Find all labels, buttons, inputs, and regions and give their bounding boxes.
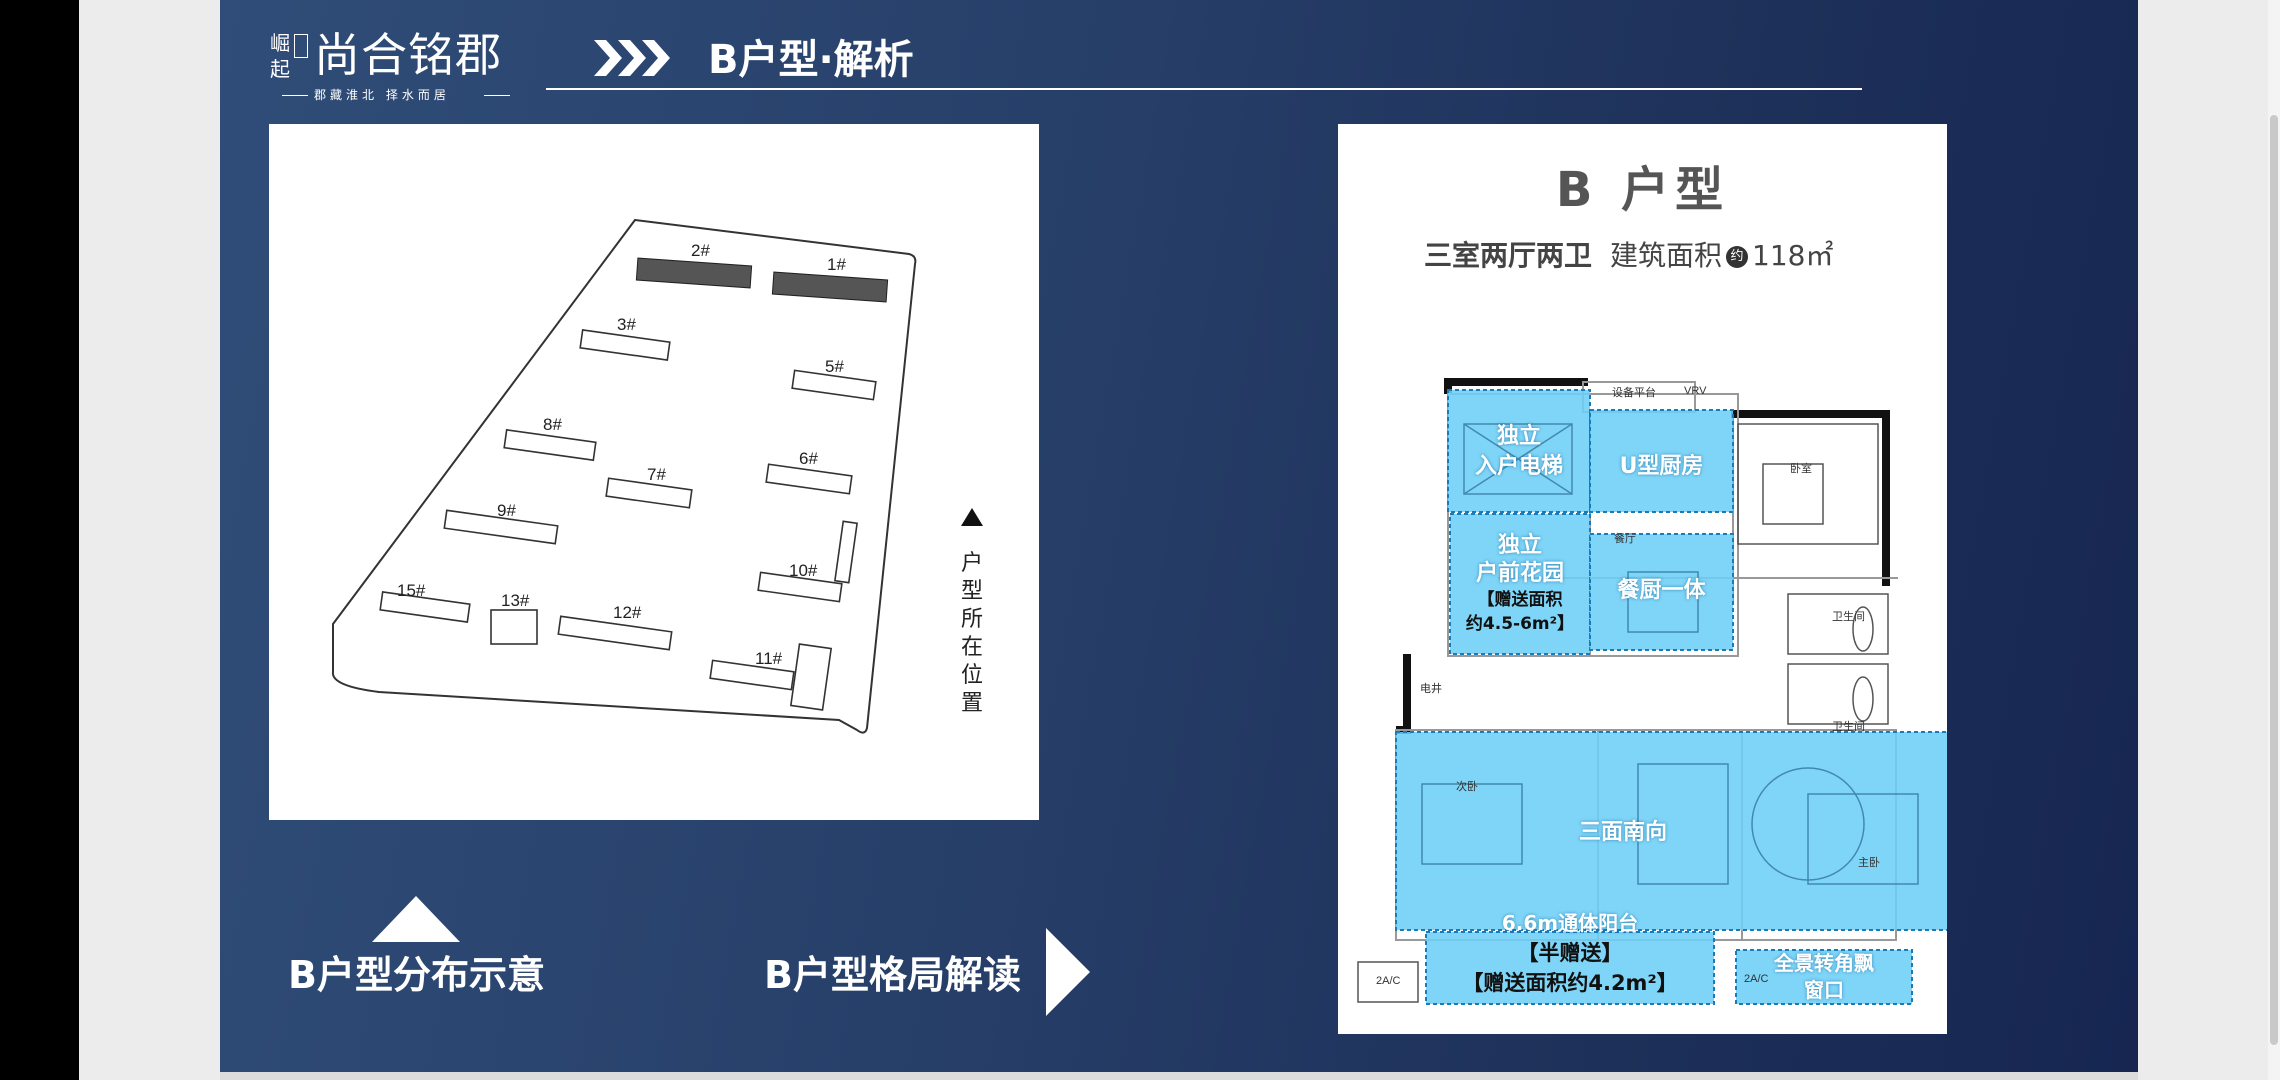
room-bedroom: 卧室 (1790, 461, 1812, 475)
building-9 (443, 509, 559, 545)
logo-seal-icon (294, 34, 308, 58)
highlight-window: 全景转角飘 窗口 (1774, 951, 1874, 1002)
room-bath-2: 卫生间 (1832, 719, 1865, 733)
label-3#: 3# (617, 315, 636, 334)
legend-char: 户 (961, 550, 983, 575)
highlight-garden-gift: 【赠送面积 约4.5-6m²】 (1465, 590, 1575, 634)
floor-plan-panel: 设备平台 VRV 卧室 卫生间 卫生间 电井 次卧 主卧 餐厅 2A/C 2A/… (1338, 124, 1947, 1034)
slide-bottom-edge (220, 1072, 2138, 1080)
building-7 (605, 477, 693, 509)
building-1 (771, 271, 889, 303)
triangle-right-icon (1046, 928, 1090, 1016)
room-dining: 餐厅 (1614, 531, 1636, 545)
zone-dining (1589, 533, 1734, 651)
page-title: B户型·解析 (708, 37, 914, 83)
building-8 (503, 428, 597, 462)
building-11 (709, 659, 795, 691)
site-plan-panel: 2# 1# 3# 5# 8# 7# 6# 9# 10# 15# 13# 12# … (269, 124, 1039, 820)
building-3 (579, 329, 671, 361)
highlight-gift-area: 【半赠送】 【赠送面积约4.2m²】 (1462, 941, 1678, 995)
legend-triangle-icon (961, 508, 983, 526)
building-2 (635, 257, 753, 289)
logo-tagline: 郡藏淮北 择水而居 (314, 88, 450, 102)
room-master: 主卧 (1858, 856, 1880, 869)
building-6 (765, 463, 853, 495)
highlight-south: 三面南向 (1578, 820, 1667, 845)
room-ac-left: 2A/C (1376, 975, 1401, 987)
plan-title: B 户型 (1555, 162, 1730, 218)
logo-main-text: 尚合铭郡 (314, 28, 502, 82)
label-layout-read: B户型格局解读 (764, 953, 1021, 997)
viewer-left-margin (79, 0, 220, 1080)
triple-chevron-icon (594, 40, 670, 76)
triangle-up-icon (372, 896, 460, 942)
legend-char: 在 (961, 634, 983, 659)
left-black-gutter (0, 0, 79, 1080)
legend-char: 位 (961, 662, 983, 687)
highlight-kitchen: U型厨房 (1619, 454, 1704, 479)
legend-char: 型 (961, 578, 983, 603)
label-11#: 11# (755, 649, 783, 668)
site-plan-diagram: 2# 1# 3# 5# 8# 7# 6# 9# 10# 15# 13# 12# … (331, 218, 983, 734)
building-15 (379, 591, 471, 623)
brand-logo: 崛起 尚合铭郡 郡藏淮北 择水而居 (270, 26, 520, 106)
label-distribution: B户型分布示意 (288, 953, 545, 997)
room-ac-right: 2A/C (1744, 973, 1769, 985)
building-11-podium (789, 643, 833, 711)
label-5#: 5# (825, 357, 844, 376)
label-7#: 7# (647, 465, 666, 484)
label-8#: 8# (543, 415, 562, 434)
zone-balcony (1425, 931, 1715, 1005)
logo-small-text: 崛起 (270, 31, 290, 81)
floor-plan-diagram: 设备平台 VRV 卧室 卫生间 卫生间 电井 次卧 主卧 餐厅 2A/C 2A/… (1357, 378, 1947, 1005)
label-10#: 10# (789, 561, 818, 580)
header-divider (546, 88, 1862, 90)
label-15#: 15# (397, 581, 426, 600)
room-vrv: VRV (1684, 385, 1707, 397)
room-equipment: 设备平台 (1612, 385, 1656, 399)
label-6#: 6# (799, 449, 818, 468)
zone-kitchen (1589, 409, 1734, 513)
slide: 崛起 尚合铭郡 郡藏淮北 择水而居 B户型·解析 (220, 0, 2138, 1072)
highlight-elevator: 独立 入户电梯 (1474, 424, 1563, 479)
room-second-bedroom: 次卧 (1456, 779, 1478, 793)
building-10 (757, 571, 843, 603)
logo-rule-right (484, 95, 510, 96)
building-12 (557, 615, 673, 651)
label-2#: 2# (691, 241, 710, 260)
building-5 (791, 369, 877, 401)
building-strip (833, 520, 859, 584)
legend-char: 所 (961, 606, 983, 631)
plan-area-value: 118㎡ (1752, 239, 1834, 272)
building-13 (490, 609, 538, 645)
room-shaft: 电井 (1420, 681, 1442, 695)
plan-layout: 三室两厅两卫 (1424, 239, 1593, 272)
label-12#: 12# (613, 603, 642, 622)
zone-garden (1449, 513, 1591, 655)
about-circle-icon: 约 (1726, 246, 1749, 268)
zone-south (1395, 731, 1947, 931)
logo-rule-left (282, 95, 308, 96)
room-bath-1: 卫生间 (1832, 609, 1865, 623)
legend-char: 置 (961, 690, 983, 715)
label-13#: 13# (501, 591, 530, 610)
highlight-balcony: 6.6m通体阳台 (1501, 911, 1639, 935)
viewer-right-margin (2138, 0, 2280, 1080)
plan-area-label: 建筑面积 (1610, 239, 1723, 272)
scrollbar-thumb[interactable] (2270, 115, 2278, 1045)
highlight-garden: 独立 户前花园 (1475, 533, 1564, 586)
zone-elevator (1447, 389, 1591, 513)
zone-window (1735, 949, 1913, 1005)
label-9#: 9# (497, 501, 516, 520)
label-1#: 1# (827, 255, 846, 274)
highlight-dining: 餐厨一体 (1617, 578, 1706, 603)
